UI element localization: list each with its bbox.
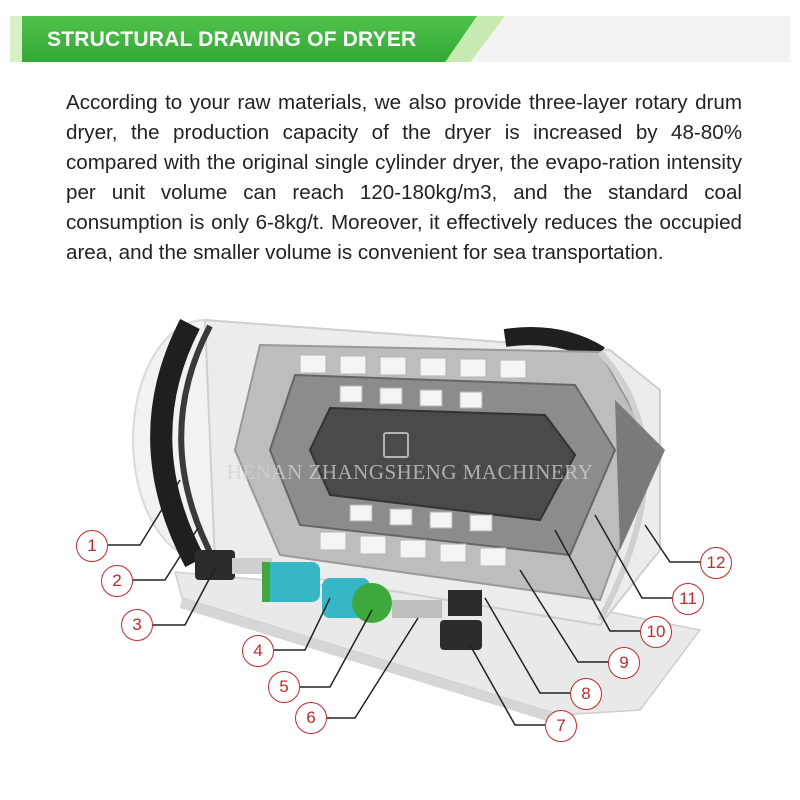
callout-8: 8 xyxy=(570,678,602,710)
callout-4: 4 xyxy=(242,635,274,667)
dryer-illustration xyxy=(108,318,702,726)
callout-3: 3 xyxy=(121,609,153,641)
riding-ring-left-edge xyxy=(178,324,218,564)
callout-10: 10 xyxy=(640,616,672,648)
motor-one xyxy=(265,562,320,602)
banner-green-band xyxy=(22,16,477,62)
watermark-text: HENAN ZHANGSHENG MACHINERY xyxy=(226,460,594,484)
drive-shaft xyxy=(392,600,442,618)
section-banner: STRUCTURAL DRAWING OF DRYER xyxy=(10,16,790,62)
callout-6: 6 xyxy=(295,702,327,734)
watermark-logo xyxy=(383,432,409,458)
dryer-diagram: HENAN ZHANGSHENG MACHINERY 1 2 3 4 5 6 7… xyxy=(0,300,800,800)
pinion-guard xyxy=(448,590,482,616)
callout-11: 11 xyxy=(672,583,704,615)
callout-9: 9 xyxy=(608,647,640,679)
motor-one-flange xyxy=(262,562,270,602)
support-roller-right xyxy=(440,620,482,650)
leader-lines xyxy=(108,479,700,726)
base-frame-edge xyxy=(180,598,560,725)
callout-7: 7 xyxy=(545,710,577,742)
reducer-gear xyxy=(352,583,392,623)
section-title: STRUCTURAL DRAWING OF DRYER xyxy=(47,28,417,51)
callout-2: 2 xyxy=(101,565,133,597)
riding-ring-left xyxy=(150,318,205,568)
support-roller-left xyxy=(195,550,235,580)
callout-12: 12 xyxy=(700,547,732,579)
intro-paragraph: According to your raw materials, we also… xyxy=(66,91,742,264)
riding-ring-right xyxy=(503,327,605,363)
outlet-cone xyxy=(615,400,665,550)
callout-1: 1 xyxy=(76,530,108,562)
lifting-flights xyxy=(299,354,527,567)
drum-cutaway-inner xyxy=(308,406,577,522)
callout-5: 5 xyxy=(268,671,300,703)
